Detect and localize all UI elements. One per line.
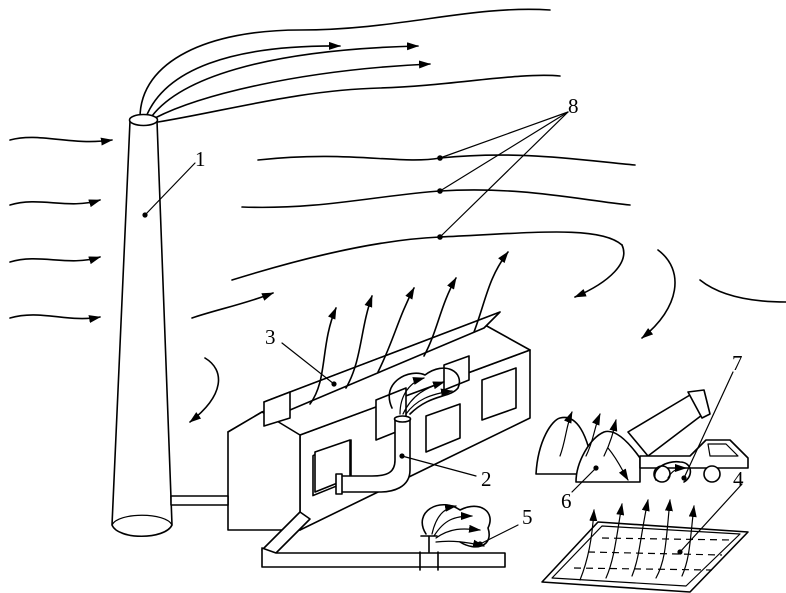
label-5: 5 [522, 505, 533, 529]
chimney [112, 115, 172, 537]
label-6: 6 [561, 489, 572, 513]
label-1: 1 [195, 147, 206, 171]
chimney-plume [140, 9, 560, 122]
flue-duct [171, 496, 228, 505]
label-8: 8 [568, 94, 579, 118]
label-7: 7 [732, 351, 743, 375]
label-2: 2 [481, 467, 492, 491]
label-4: 4 [733, 467, 744, 491]
incoming-wind-arrows [10, 137, 112, 318]
settling-tray [542, 500, 748, 592]
ground-pipeline [262, 505, 505, 570]
bulk-piles [536, 412, 640, 482]
air-streams [232, 155, 635, 297]
label-3: 3 [265, 325, 276, 349]
